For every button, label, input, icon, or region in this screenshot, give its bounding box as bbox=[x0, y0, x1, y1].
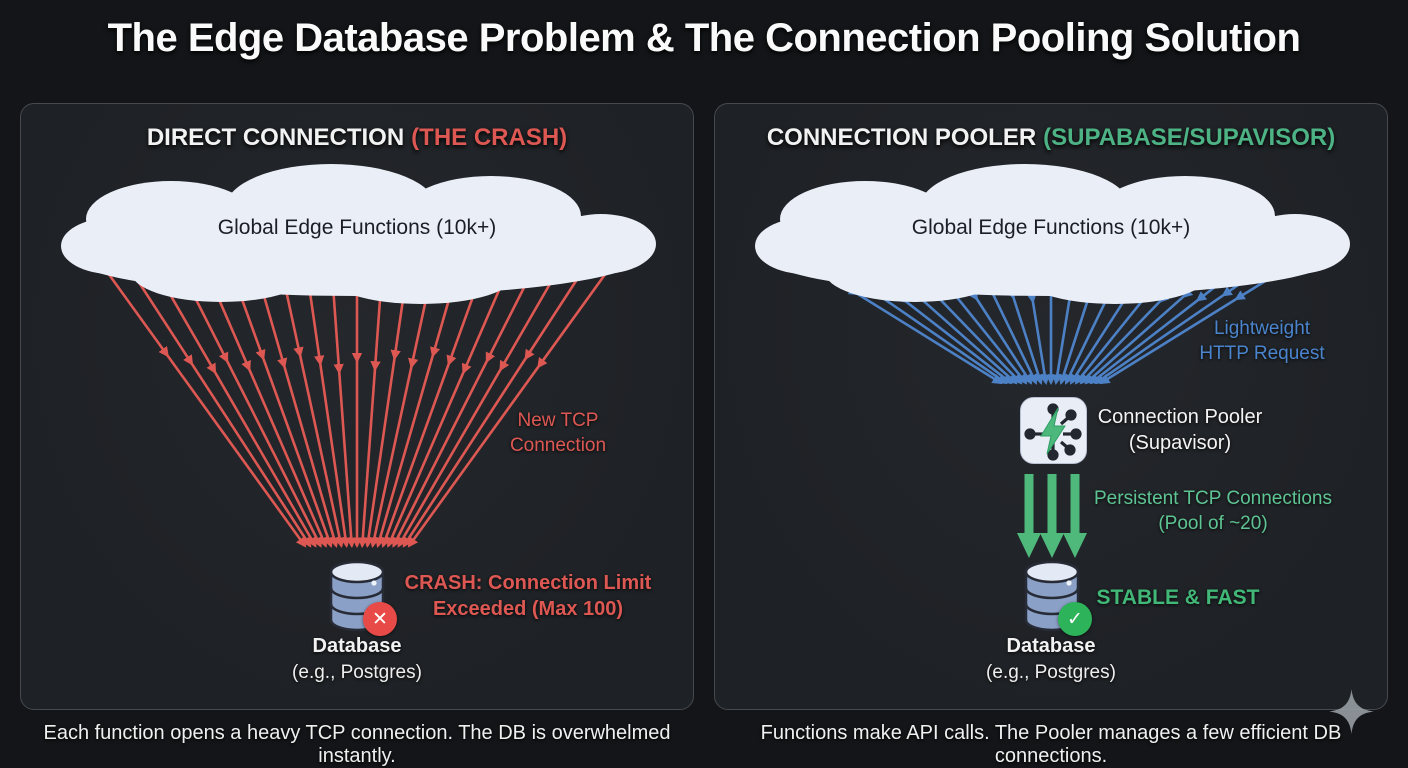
check-badge-icon: ✓ bbox=[1058, 602, 1092, 636]
panel-connection-pooler: CONNECTION POOLER(SUPABASE/SUPAVISOR) bbox=[714, 103, 1388, 710]
connection-pooler-title-accent: (SUPABASE/SUPAVISOR) bbox=[1043, 124, 1336, 151]
error-badge-icon: ✕ bbox=[363, 602, 397, 636]
direct-connection-title-main: DIRECT CONNECTION bbox=[146, 124, 405, 151]
database-label: Database bbox=[312, 635, 402, 657]
connection-pooler-title-main: CONNECTION POOLER bbox=[766, 124, 1037, 151]
direct-connection-title-accent: (THE CRASH) bbox=[411, 124, 568, 151]
edge-functions-cloud-label: Global Edge Functions (10k+) bbox=[911, 216, 1191, 239]
panel-direct-connection: DIRECT CONNECTION(THE CRASH) Global Edge… bbox=[20, 103, 694, 710]
cloud-shape bbox=[61, 164, 656, 304]
direct-connection-title: DIRECT CONNECTION(THE CRASH) bbox=[21, 124, 693, 152]
database-icon: ✓ bbox=[1022, 560, 1092, 636]
new-tcp-connection-label: New TCP Connection bbox=[509, 410, 607, 457]
database-label: Database bbox=[1006, 635, 1096, 657]
red-connection-lines bbox=[85, 243, 629, 549]
connection-pooler-caption: Functions make API calls. The Pooler man… bbox=[760, 722, 1342, 767]
cloud-shape bbox=[755, 164, 1350, 304]
pooled-tcp-arrows bbox=[1017, 474, 1087, 558]
connection-pooler-title: CONNECTION POOLER(SUPABASE/SUPAVISOR) bbox=[715, 124, 1387, 152]
database-sublabel: (e.g., Postgres) bbox=[986, 662, 1116, 683]
connection-pooler-icon bbox=[1019, 396, 1088, 465]
http-requests-fan-diagram bbox=[755, 164, 1350, 558]
crash-limit-label: CRASH: Connection Limit Exceeded (Max 10… bbox=[404, 572, 652, 620]
direct-connection-caption: Each function opens a heavy TCP connecti… bbox=[43, 722, 671, 767]
page-title: The Edge Database Problem & The Connecti… bbox=[107, 16, 1301, 60]
connection-pooler-label: Connection Pooler (Supavisor) bbox=[1097, 406, 1263, 454]
database-icon: ✕ bbox=[327, 560, 397, 636]
database-sublabel: (e.g., Postgres) bbox=[292, 662, 422, 683]
persistent-tcp-label: Persistent TCP Connections (Pool of ~20) bbox=[1094, 488, 1332, 535]
edge-functions-cloud-label: Global Edge Functions (10k+) bbox=[217, 216, 497, 239]
stable-fast-label: STABLE & FAST bbox=[1096, 586, 1260, 609]
tcp-connections-fan-diagram bbox=[61, 164, 656, 549]
sparkle-icon bbox=[1327, 687, 1376, 736]
lightweight-http-label: Lightweight HTTP Request bbox=[1199, 318, 1325, 365]
